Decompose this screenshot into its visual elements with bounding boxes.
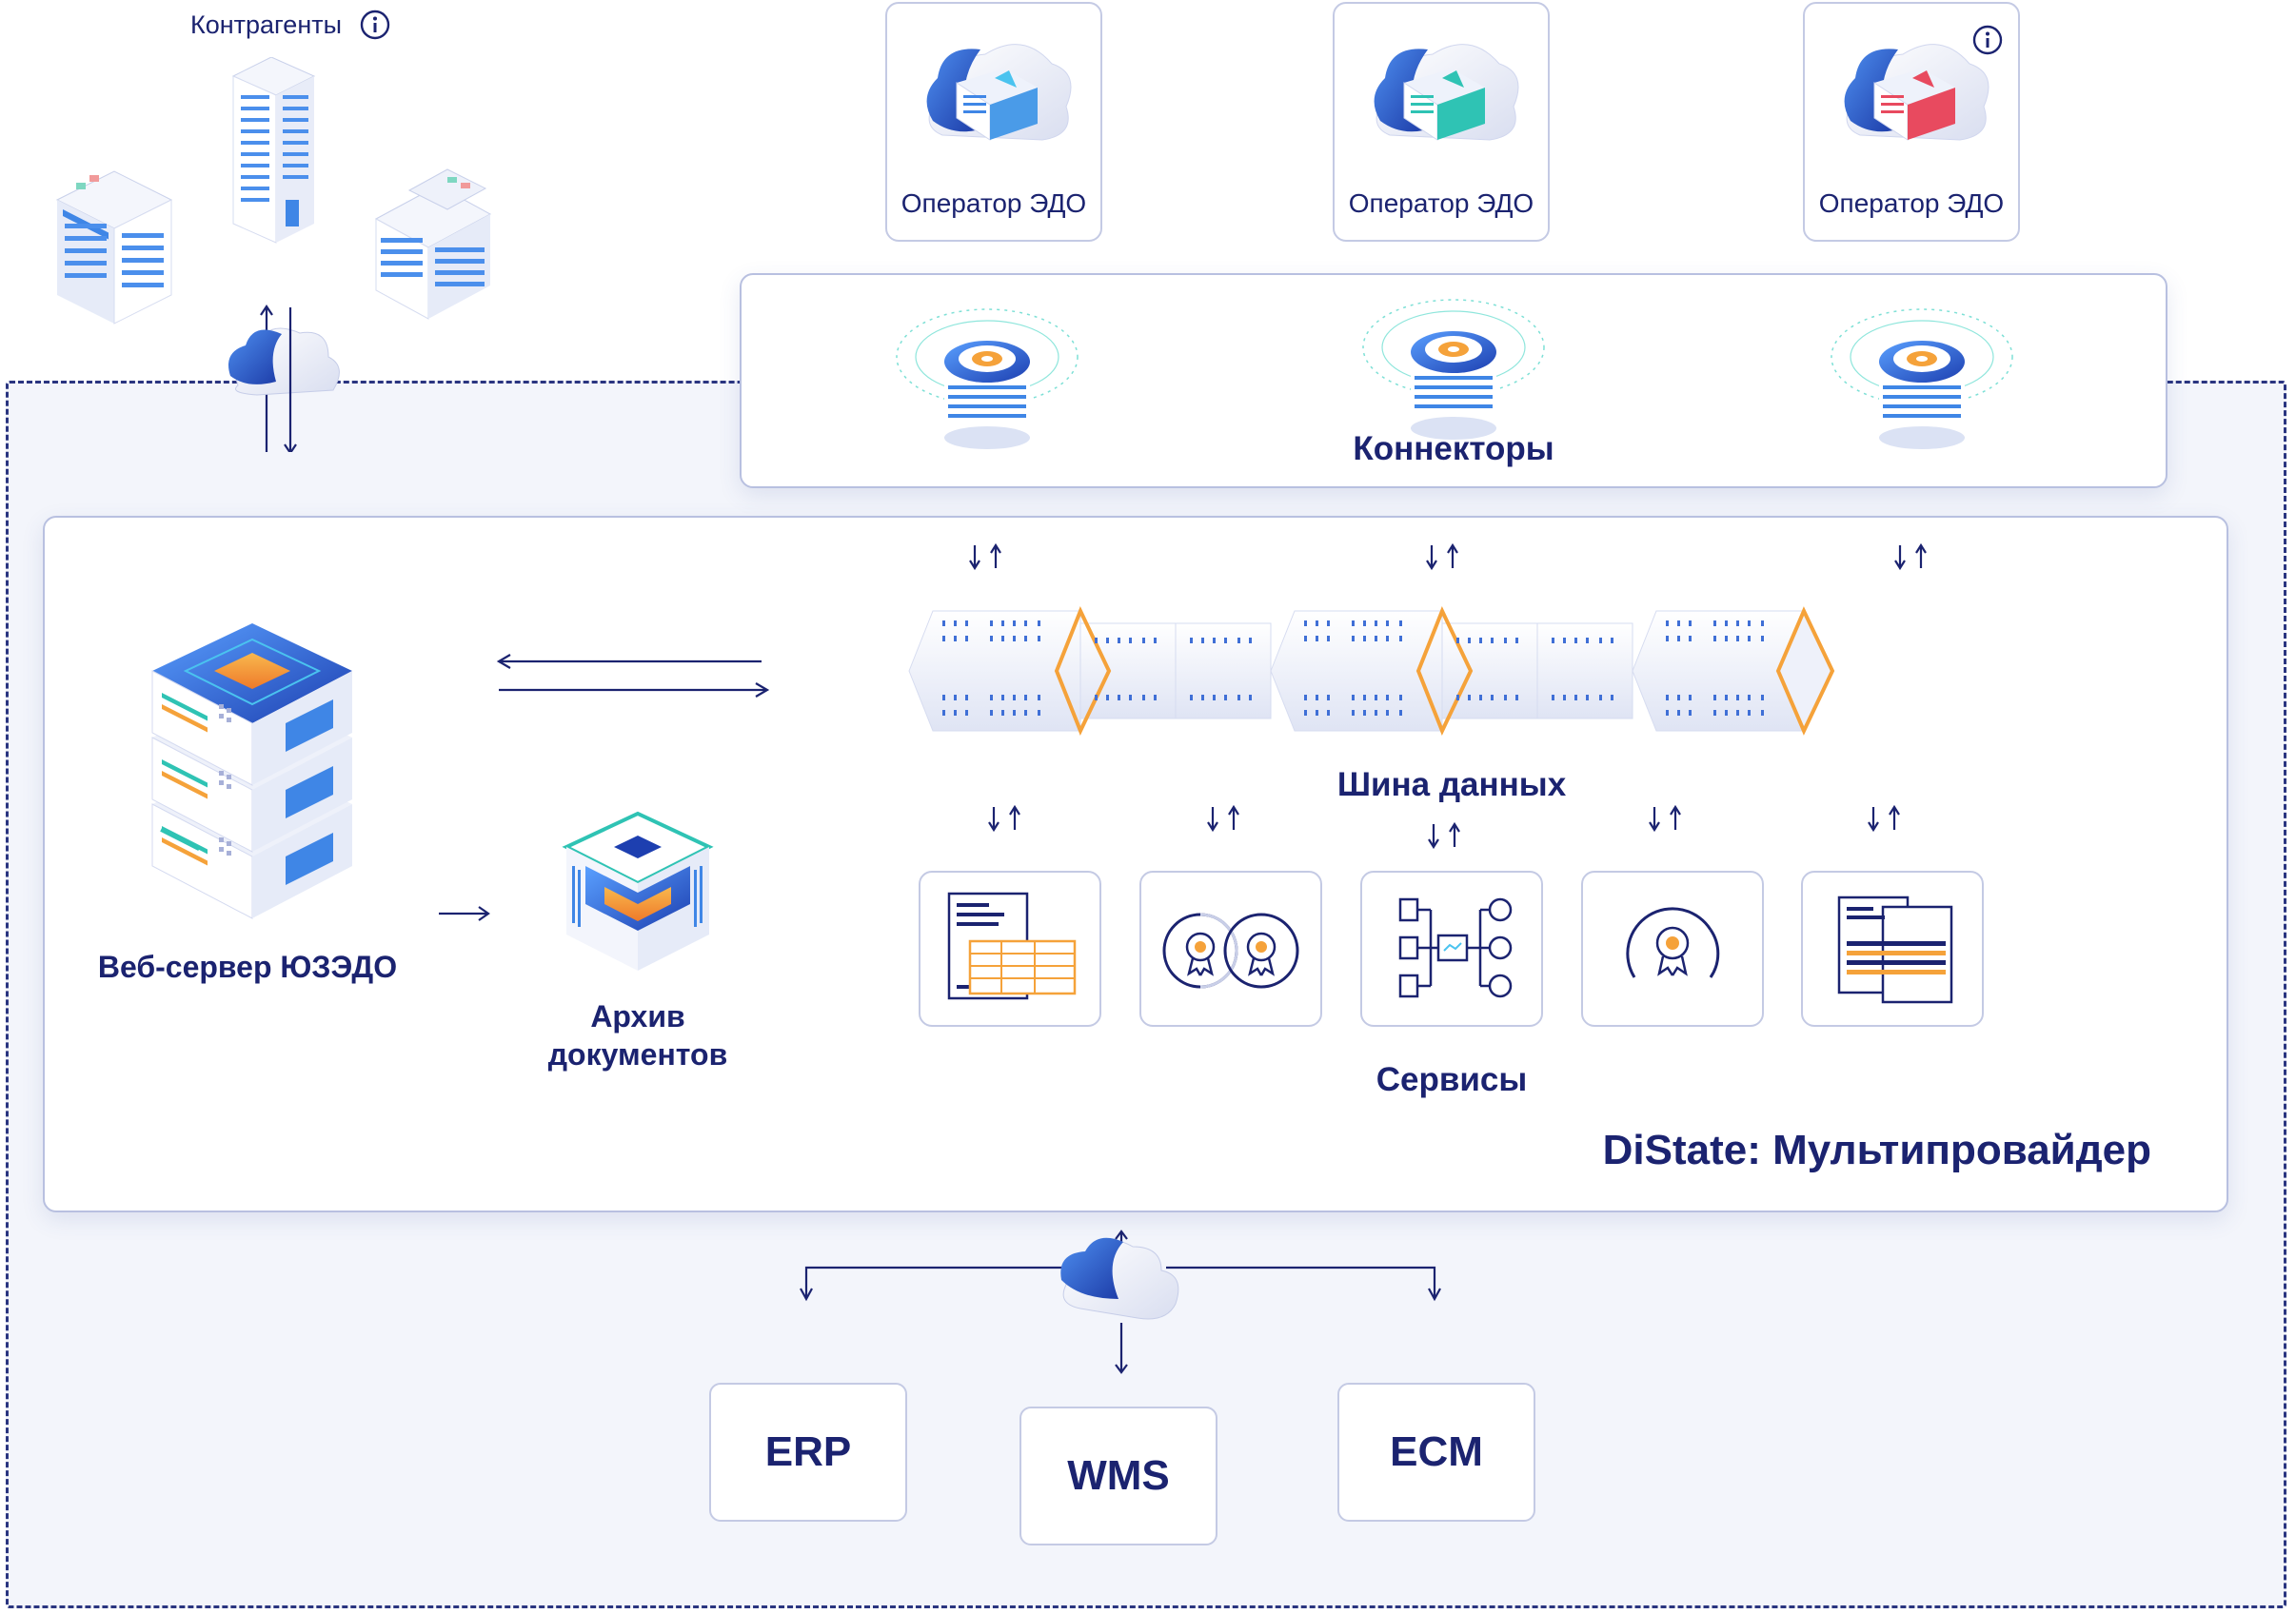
building-icon <box>231 57 316 244</box>
info-icon[interactable] <box>1970 23 2005 57</box>
server-archive-arrow <box>439 906 490 921</box>
operator-label: Оператор ЭДО <box>1818 188 2005 218</box>
server-bus-arrows <box>496 654 770 698</box>
system-ecm[interactable]: ECM <box>1337 1383 1535 1522</box>
service-card-3[interactable] <box>1360 871 1543 1027</box>
system-label: ECM <box>1390 1428 1483 1475</box>
services-label: Сервисы <box>1376 1061 1528 1098</box>
product-label: DiState: Мультипровайдер <box>1602 1127 2151 1173</box>
document-icon <box>1837 896 1953 1004</box>
certificate-icon <box>1626 907 1720 978</box>
data-bus-label: Шина данных <box>1336 766 1567 803</box>
bus-connector-arrows <box>969 542 1927 571</box>
system-erp[interactable]: ERP <box>709 1383 907 1522</box>
certificate-icon <box>1162 913 1299 989</box>
connector-icon <box>1362 299 1545 440</box>
connector-icon <box>1831 308 2013 449</box>
info-icon[interactable] <box>359 9 391 41</box>
operator-label: Оператор ЭДО <box>901 188 1087 218</box>
cloud-icon <box>228 327 340 396</box>
connectors-icons <box>896 299 2013 449</box>
flow-icon <box>1398 897 1513 998</box>
system-label: WMS <box>1067 1452 1170 1499</box>
counterparties-label: Контрагенты <box>190 10 343 39</box>
web-server-label: Веб-сервер ЮЗЭДО <box>97 950 398 984</box>
service-card-5[interactable] <box>1801 871 1984 1027</box>
archive-label-line2: документов <box>547 1037 728 1072</box>
data-bus-icon <box>908 605 1835 737</box>
counterparty-link <box>228 305 340 452</box>
operator-label: Оператор ЭДО <box>1348 188 1534 218</box>
document-icon <box>947 892 1077 1000</box>
counterparties-header: Контрагенты <box>190 8 391 42</box>
server-icon <box>151 623 352 919</box>
bus-service-arrows <box>988 804 1900 850</box>
archive-icon <box>562 811 714 971</box>
building-icon <box>374 168 492 320</box>
service-card-2[interactable] <box>1139 871 1322 1027</box>
cloud-icon <box>926 44 1072 141</box>
cloud-icon <box>1374 44 1519 141</box>
archive-label: Архив документов <box>495 997 781 1073</box>
system-wms[interactable]: WMS <box>1019 1407 1217 1545</box>
operator-card-1[interactable]: Оператор ЭДО <box>885 2 1102 242</box>
connector-icon <box>896 308 1079 449</box>
counterparty-buildings <box>55 57 492 325</box>
system-label: ERP <box>764 1428 852 1475</box>
cloud-icon <box>1844 44 1989 141</box>
service-card-4[interactable] <box>1581 871 1764 1027</box>
systems-link <box>800 1230 1441 1374</box>
connectors-label: Коннекторы <box>1353 430 1554 467</box>
archive-label-line1: Архив <box>590 999 685 1033</box>
operator-card-3[interactable]: Оператор ЭДО <box>1803 2 2020 242</box>
service-card-1[interactable] <box>919 871 1101 1027</box>
cloud-icon <box>1060 1237 1179 1320</box>
operator-card-2[interactable]: Оператор ЭДО <box>1333 2 1550 242</box>
